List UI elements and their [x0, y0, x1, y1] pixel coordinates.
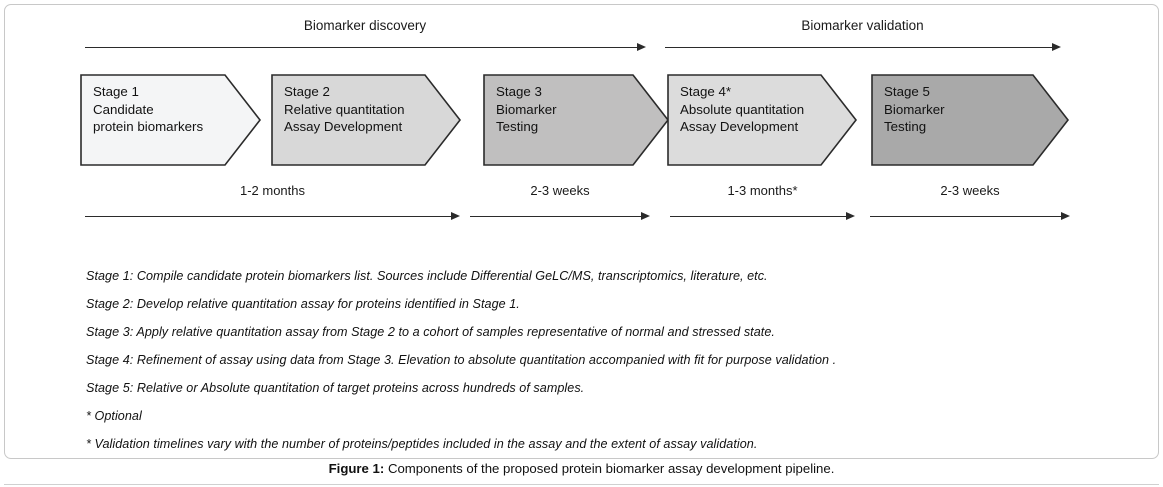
phase-arrowhead-validation	[1052, 43, 1061, 51]
figure-caption: Figure 1: Components of the proposed pro…	[0, 461, 1163, 476]
phase-arrow-line-discovery	[85, 47, 637, 48]
stage-5-text: Stage 5 Biomarker Testing	[884, 83, 945, 136]
stage-4-line-2: Absolute quantitation	[680, 101, 805, 117]
stage-3-line-3: Testing	[496, 119, 539, 135]
caption-divider	[4, 484, 1159, 485]
stage-2-line-1: Stage 2	[284, 84, 330, 99]
note-validation-timelines: * Validation timelines vary with the num…	[86, 437, 758, 451]
figure-caption-label: Figure 1:	[328, 461, 385, 476]
stage-2-line-3: Assay Development	[284, 119, 403, 135]
stage-2-chevron[interactable]: Stage 2 Relative quantitation Assay Deve…	[271, 74, 462, 166]
stage-4-line-1: Stage 4*	[680, 84, 732, 99]
stage-3-line-1: Stage 3	[496, 84, 542, 99]
stage-2-shape	[271, 74, 462, 166]
stage-3-text: Stage 3 Biomarker Testing	[496, 83, 557, 136]
phase-arrowhead-discovery	[637, 43, 646, 51]
timeline-arrow-line-2	[470, 216, 641, 217]
duration-label-3: 1-3 months*	[727, 183, 798, 198]
note-stage-1: Stage 1: Compile candidate protein bioma…	[86, 269, 768, 283]
stage-3-line-2: Biomarker	[496, 101, 557, 117]
stage-2-text: Stage 2 Relative quantitation Assay Deve…	[284, 83, 405, 136]
stage-5-chevron[interactable]: Stage 5 Biomarker Testing	[871, 74, 1070, 166]
timeline-arrowhead-3	[846, 212, 855, 220]
timeline-arrowhead-2	[641, 212, 650, 220]
note-optional: * Optional	[86, 409, 142, 423]
figure-caption-text: Components of the proposed protein bioma…	[384, 461, 835, 476]
stage-4-line-3: Assay Development	[680, 119, 799, 135]
note-stage-3: Stage 3: Apply relative quantitation ass…	[86, 325, 775, 339]
stage-1-line-1: Stage 1	[93, 84, 139, 99]
note-stage-2: Stage 2: Develop relative quantitation a…	[86, 297, 520, 311]
stage-5-line-3: Testing	[884, 119, 927, 135]
phase-label-discovery: Biomarker discovery	[303, 18, 427, 33]
stage-1-line-2: Candidate	[93, 101, 154, 117]
stage-1-chevron[interactable]: Stage 1 Candidate protein biomarkers	[80, 74, 262, 166]
note-stage-5: Stage 5: Relative or Absolute quantitati…	[86, 381, 585, 395]
phase-label-validation: Biomarker validation	[801, 18, 924, 33]
note-stage-4: Stage 4: Refinement of assay using data …	[86, 353, 837, 367]
stage-1-line-3: protein biomarkers	[93, 119, 204, 135]
stage-1-text: Stage 1 Candidate protein biomarkers	[93, 83, 203, 136]
phase-arrow-line-validation	[665, 47, 1052, 48]
timeline-arrowhead-4	[1061, 212, 1070, 220]
stage-3-chevron[interactable]: Stage 3 Biomarker Testing	[483, 74, 670, 166]
timeline-arrow-line-4	[870, 216, 1061, 217]
duration-label-4: 2-3 weeks	[940, 183, 1000, 198]
stage-4-shape	[667, 74, 858, 166]
timeline-arrow-line-3	[670, 216, 846, 217]
stage-5-line-2: Biomarker	[884, 101, 945, 117]
stage-5-line-1: Stage 5	[884, 84, 930, 99]
duration-label-1: 1-2 months	[239, 183, 306, 198]
timeline-arrow-line-1	[85, 216, 451, 217]
stage-3-shape	[483, 74, 670, 166]
stage-1-shape	[80, 74, 262, 166]
stage-4-text: Stage 4* Absolute quantitation Assay Dev…	[680, 83, 804, 136]
timeline-arrowhead-1	[451, 212, 460, 220]
stage-2-line-2: Relative quantitation	[284, 101, 405, 117]
stage-5-shape	[871, 74, 1070, 166]
stage-4-chevron[interactable]: Stage 4* Absolute quantitation Assay Dev…	[667, 74, 858, 166]
duration-label-2: 2-3 weeks	[530, 183, 590, 198]
